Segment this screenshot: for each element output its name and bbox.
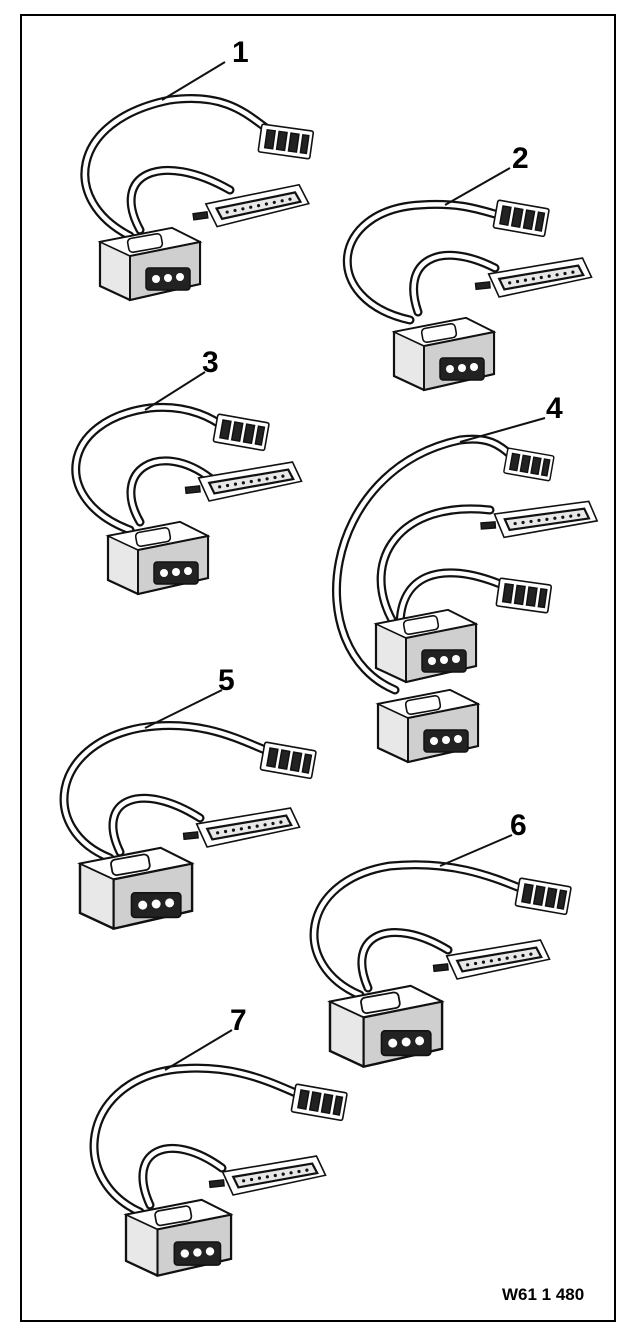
- callout-5: 5: [218, 664, 235, 697]
- callout-1: 1: [232, 36, 249, 69]
- adapter-cable-5: [59, 689, 318, 930]
- figure-frame: [20, 14, 616, 1322]
- adapter-cable-4: [332, 417, 599, 764]
- figure-reference: W61 1 480: [502, 1285, 584, 1304]
- adapter-cable-2: [342, 167, 594, 392]
- adapter-cable-6: [309, 834, 573, 1068]
- adapter-cable-7: [89, 1029, 349, 1277]
- callout-3: 3: [202, 346, 219, 379]
- callout-4: 4: [546, 392, 563, 425]
- callout-2: 2: [512, 142, 529, 175]
- callout-6: 6: [510, 809, 527, 842]
- adapter-cable-3: [71, 371, 304, 596]
- adapter-cable-1: [80, 61, 315, 302]
- callout-7: 7: [230, 1004, 247, 1037]
